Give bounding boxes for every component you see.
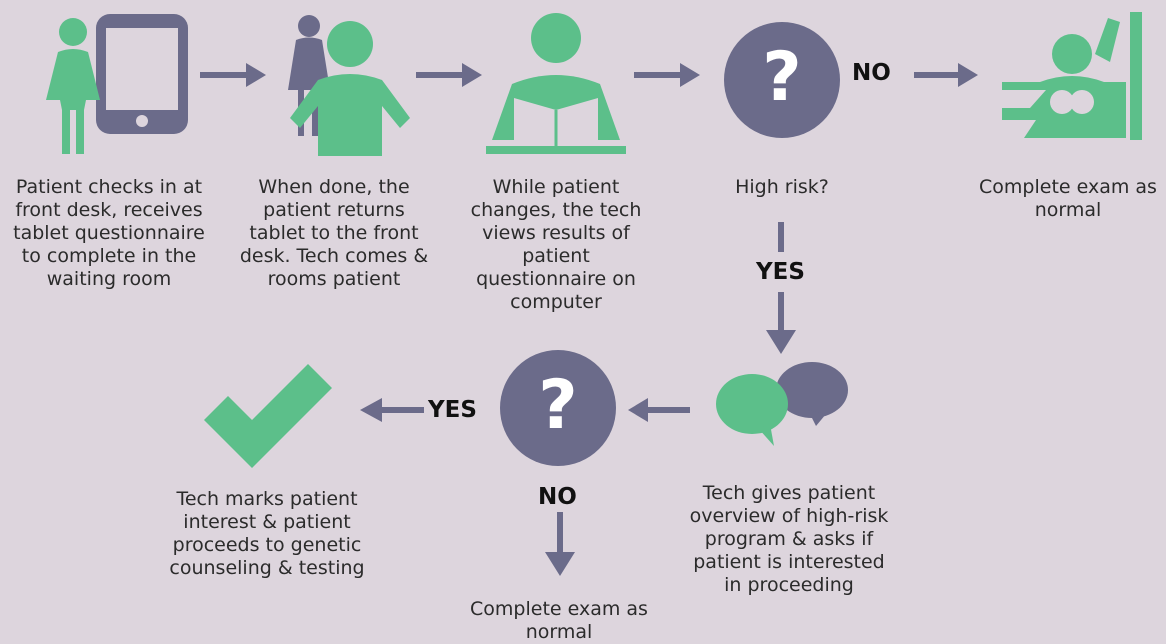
patient-tech-icon [288,15,410,156]
caption-step3: While patient changes, the tech views re… [470,176,642,313]
speech-bubbles-icon [716,362,848,446]
caption-step5: Complete exam as normal [979,176,1157,221]
reading-person-icon [486,13,626,154]
label-yes-left: YES [428,397,477,423]
arrow-yes-left [360,398,424,422]
caption-step8: Tech marks patient interest & patient pr… [169,488,365,579]
arrow-no-down [545,512,575,576]
label-yes-down: YES [756,259,805,285]
question-mark-bottom: ? [538,366,578,445]
label-no-top: NO [852,60,891,86]
arrow-step2-to-step3 [416,63,482,87]
caption-step6: Tech gives patient overview of high-risk… [689,482,889,596]
arrow-step3-to-step4 [634,63,700,87]
label-no-bottom: NO [538,484,577,510]
arrow-step1-to-step2 [200,63,266,87]
caption-step2: When done, the patient returns tablet to… [239,176,429,290]
caption-step1: Patient checks in at front desk, receive… [13,176,205,290]
caption-step7: Complete exam as normal [470,598,648,643]
arrow-bubbles-to-question [628,398,690,422]
arrow-no-to-exam [914,63,978,87]
arrow-yes-down [766,222,796,354]
question-mark-top: ? [762,38,802,117]
question-circle-icon-bottom [500,350,616,466]
question-circle-icon-top [724,22,840,138]
caption-step4: High risk? [735,176,829,198]
patient-tablet-icon [46,14,188,154]
exam-table-icon [1002,12,1142,140]
checkmark-icon [204,364,332,468]
